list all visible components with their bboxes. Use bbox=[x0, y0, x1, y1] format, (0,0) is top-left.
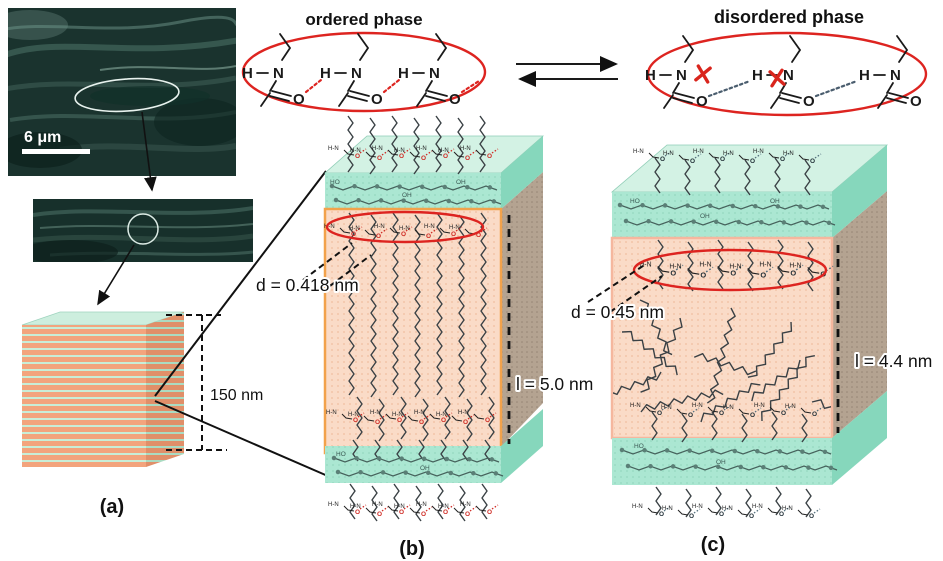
dimension-bracket bbox=[166, 314, 227, 451]
oh-label: HO bbox=[630, 198, 640, 205]
d-spacing-label-c: d = 0.45 nm bbox=[571, 302, 664, 322]
d-spacing-callout-b bbox=[302, 242, 372, 293]
silicate-network-c-bottom: HO OH bbox=[619, 443, 840, 473]
lower-chains-c bbox=[651, 411, 808, 443]
oh-label: OH bbox=[700, 213, 710, 220]
ordered-lamella-box: HO OH OH bbox=[323, 115, 545, 522]
hydrogen-bond bbox=[460, 79, 481, 94]
panel-c-label: (c) bbox=[701, 534, 725, 556]
amide-row-below-b bbox=[327, 501, 499, 519]
block-side-face bbox=[146, 312, 184, 467]
scale-bar bbox=[22, 149, 90, 154]
lamellar-spacing-label-c: l = 4.4 nm bbox=[855, 351, 932, 371]
lamellar-spacing-label-b: l = 5.0 nm bbox=[516, 374, 593, 394]
sem-ellipse-annotation bbox=[74, 77, 180, 113]
alkyl-chains-above-c bbox=[654, 157, 811, 196]
ordered-alkyl-chains-b bbox=[348, 212, 495, 462]
magnification-wedge-lines bbox=[154, 170, 338, 481]
oh-label: HO bbox=[330, 179, 340, 186]
zoom-arrow-1 bbox=[141, 111, 157, 192]
ordered-phase-diagram bbox=[241, 31, 487, 113]
hydrogen-bond bbox=[382, 78, 401, 94]
sem-image-strip bbox=[33, 199, 253, 262]
weak-hydrogen-bond bbox=[814, 79, 859, 98]
oh-label: OH bbox=[770, 198, 780, 205]
box-c-top-slab-side bbox=[832, 145, 887, 238]
oh-label: OH bbox=[420, 465, 430, 472]
sem-circle-annotation bbox=[127, 213, 159, 245]
sem-strip-texture bbox=[33, 206, 253, 262]
layered-nanoblock bbox=[21, 311, 185, 467]
alkyl-chains-above-b bbox=[347, 115, 486, 175]
disordered-phase-title: disordered phase bbox=[714, 7, 864, 27]
disordered-chain-tangle bbox=[613, 299, 831, 435]
box-b-bottom-slab-side bbox=[501, 409, 543, 483]
alkyl-chains-below-c bbox=[655, 486, 812, 518]
silicate-network-c-top: HO OH OH bbox=[617, 198, 838, 228]
thickness-label: 150 nm bbox=[210, 387, 263, 404]
silicate-network-b-bottom: HO OH bbox=[331, 451, 506, 479]
alkyl-chains-below-b bbox=[349, 483, 488, 522]
oh-label: HO bbox=[634, 443, 644, 450]
scale-bar-label: 6 μm bbox=[24, 129, 61, 146]
box-b-top-slab-side bbox=[501, 136, 543, 209]
equilibrium-arrows-icon bbox=[516, 56, 618, 87]
panel-a-label: (a) bbox=[100, 496, 124, 518]
oh-label: OH bbox=[456, 179, 466, 186]
oh-label: HO bbox=[336, 451, 346, 458]
d-spacing-callout-c bbox=[587, 263, 663, 313]
panel-b-label: (b) bbox=[399, 538, 425, 560]
block-front-face bbox=[22, 325, 146, 467]
hydrogen-bond bbox=[304, 78, 323, 94]
d-spacing-label-b: d = 0.418 nm bbox=[256, 275, 359, 295]
ordered-phase-title: ordered phase bbox=[305, 10, 422, 29]
oh-label: OH bbox=[402, 192, 412, 199]
weak-hydrogen-bond bbox=[707, 79, 752, 98]
d-spacing-highlight-ellipse-b bbox=[325, 210, 485, 244]
disordered-phase-diagram bbox=[644, 31, 928, 117]
sem-image-large: 6 μm bbox=[8, 8, 236, 176]
disordered-lamella-box: HO OH OH bbox=[610, 144, 889, 521]
box-c-bottom-slab-side bbox=[832, 391, 887, 485]
d-spacing-highlight-ellipse-c bbox=[632, 248, 828, 292]
oh-label: OH bbox=[716, 459, 726, 466]
sem-texture bbox=[8, 10, 236, 168]
silicate-network-b-top: HO OH OH bbox=[329, 179, 504, 207]
zoom-arrow-2 bbox=[97, 244, 135, 306]
